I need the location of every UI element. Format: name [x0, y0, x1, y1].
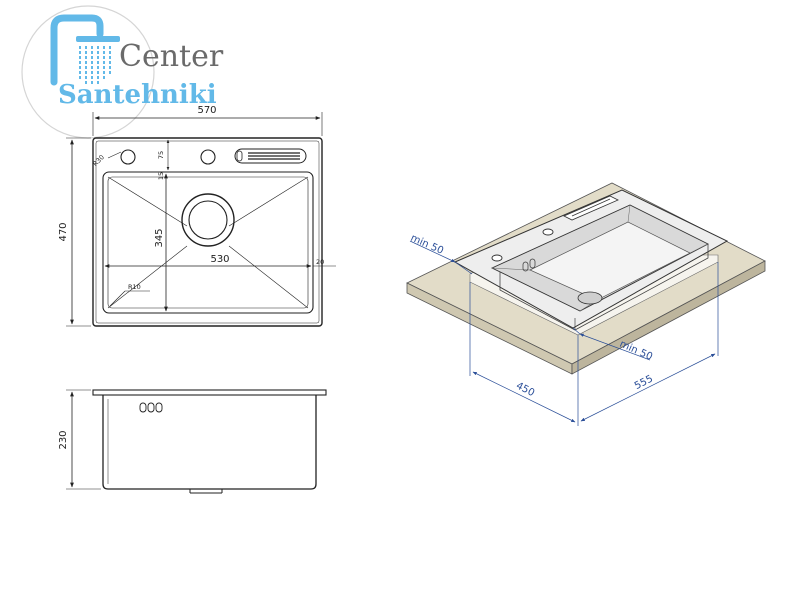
dimension-line-min50-right — [579, 333, 651, 361]
side-bowl-outline — [102, 395, 317, 490]
overflow-slit-iso — [571, 198, 611, 217]
logo-text-santehniki: Santehniki — [58, 80, 217, 110]
dimension-label-min50-right: min 50 — [618, 339, 654, 363]
bowl-edge — [689, 243, 709, 254]
drain-inner — [188, 200, 228, 240]
overflow-end — [236, 150, 243, 162]
sink-outline-top-inner — [95, 140, 320, 324]
dimension-line-min50-left — [409, 240, 456, 263]
dimension-label-450: 450 — [514, 381, 536, 399]
dimension-label-570: 570 — [197, 105, 216, 116]
brand-logo: Center Santehniki — [21, 5, 224, 139]
dimension-label-345: 345 — [154, 228, 165, 247]
tap-hole-center — [200, 149, 216, 165]
drain-outer — [181, 193, 235, 247]
radius-label-r10: R10 — [128, 283, 141, 291]
bowl-slope-line — [228, 176, 309, 227]
dimension-label-530: 530 — [210, 254, 229, 265]
dimension-label-470: 470 — [58, 222, 69, 241]
dimension-label-min50-left: min 50 — [409, 233, 445, 257]
dimension-label-20: 20 — [316, 258, 324, 266]
overflow-fitting-iso — [529, 258, 536, 269]
countertop-side-edge — [571, 260, 766, 375]
isometric-view-drawing — [406, 182, 766, 426]
overflow-slot — [234, 148, 307, 164]
overflow-fitting — [139, 402, 147, 413]
bowl-slope-line — [107, 245, 188, 309]
shower-icon — [50, 14, 120, 86]
leader-line-r10 — [109, 290, 126, 307]
bowl-edge — [627, 204, 631, 223]
bowl-slope-line — [228, 245, 309, 309]
bowl-edge — [491, 267, 531, 271]
overflow-fitting — [155, 402, 163, 413]
top-view-drawing — [66, 112, 336, 327]
tap-hole-iso — [491, 254, 503, 262]
bowl-slope-line — [107, 176, 188, 227]
bowl-outline — [102, 171, 314, 314]
tap-hole-iso — [542, 228, 554, 236]
side-rim — [92, 389, 327, 396]
dimension-line-450 — [472, 371, 576, 423]
dimension-line-min50-left — [454, 261, 473, 275]
sink-outline-top — [92, 137, 323, 327]
dimension-line-min50-right — [572, 327, 581, 335]
overflow-fitting-iso — [522, 261, 529, 272]
dimension-line-555 — [580, 353, 716, 422]
side-view-drawing — [66, 389, 327, 494]
dimension-label-75: 75 — [157, 151, 165, 159]
drain-iso — [577, 291, 603, 305]
leader-line-r30 — [107, 151, 122, 159]
overflow-fitting — [147, 402, 155, 413]
overflow-slot-iso — [563, 195, 619, 221]
logo-text-center: Center — [119, 39, 224, 74]
dimension-label-15: 15 — [157, 172, 165, 180]
tap-hole-left — [120, 149, 136, 165]
dimension-label-230: 230 — [58, 430, 69, 449]
bowl-bottom — [107, 176, 309, 309]
